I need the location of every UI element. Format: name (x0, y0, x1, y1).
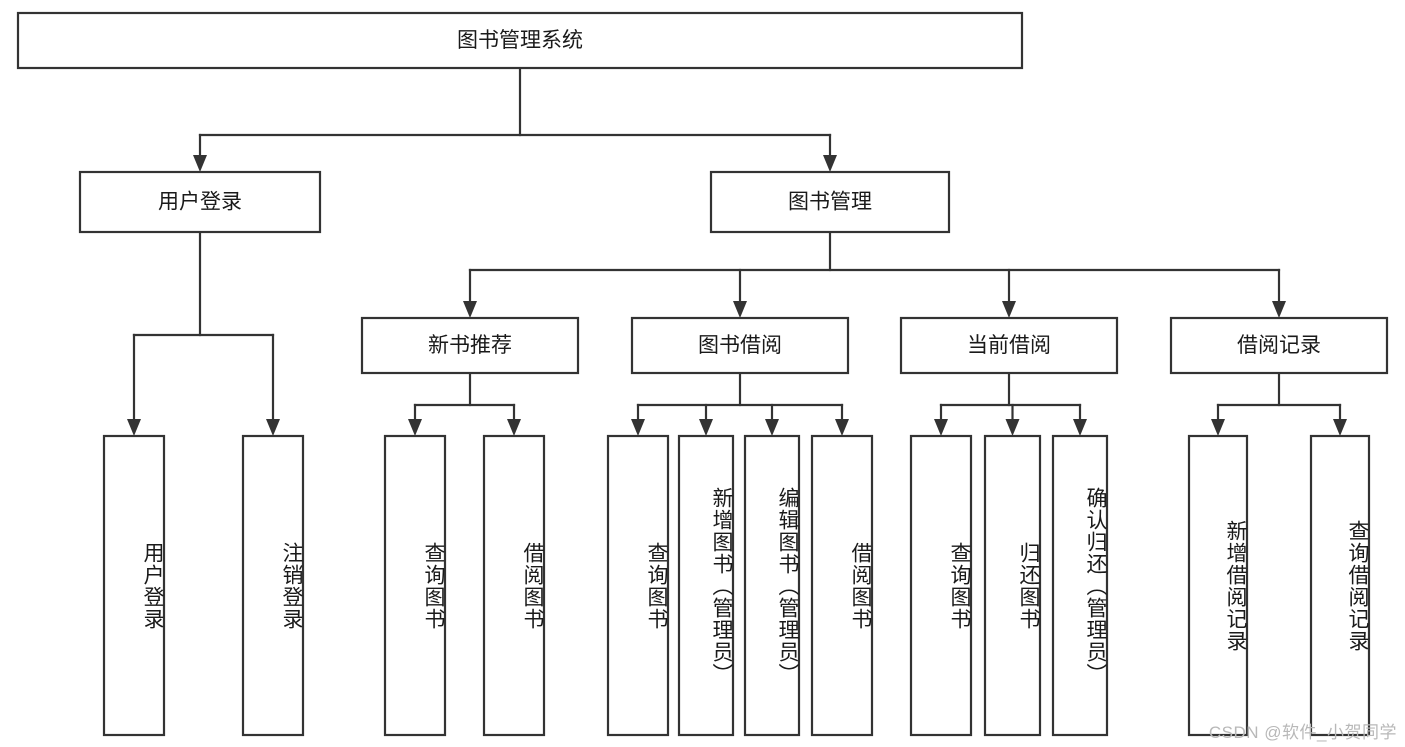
csdn-watermark: CSDN @软件_小贺同学 (1208, 723, 1397, 742)
node-box-new-book-recommend[interactable] (360, 316, 580, 375)
arrow-head-icon (765, 419, 779, 436)
boxes-layer (16, 11, 1389, 737)
arrow-head-icon (408, 419, 422, 436)
arrow-head-icon (934, 419, 948, 436)
arrow-head-icon (1002, 301, 1016, 318)
node-box-leaf-user-logout[interactable] (241, 434, 305, 737)
node-box-user-login[interactable] (78, 170, 322, 234)
arrow-head-icon (835, 419, 849, 436)
node-box-borrow-record[interactable] (1169, 316, 1389, 375)
arrow-head-icon (1211, 419, 1225, 436)
arrow-head-icon (733, 301, 747, 318)
arrow-head-icon (1333, 419, 1347, 436)
node-box-leaf-query-books-borrow[interactable] (606, 434, 670, 737)
arrow-head-icon (1272, 301, 1286, 318)
node-box-leaf-query-books-current[interactable] (909, 434, 973, 737)
arrow-head-icon (193, 155, 207, 172)
node-box-leaf-query-borrow-record[interactable] (1309, 434, 1371, 737)
node-box-leaf-borrow-books-borrow[interactable] (810, 434, 874, 737)
arrow-head-icon (127, 419, 141, 436)
node-box-root[interactable] (16, 11, 1024, 70)
node-label-book-borrow: 图书借阅 (698, 334, 782, 357)
node-box-book-management[interactable] (709, 170, 951, 234)
arrow-head-icon (507, 419, 521, 436)
arrow-head-icon (823, 155, 837, 172)
arrow-head-icon (699, 419, 713, 436)
node-label-user-login: 用户登录 (158, 191, 242, 214)
arrow-head-icon (631, 419, 645, 436)
node-box-book-borrow[interactable] (630, 316, 850, 375)
arrow-head-icon (1073, 419, 1087, 436)
node-box-leaf-query-books-recommend[interactable] (383, 434, 447, 737)
node-label-current-borrow: 当前借阅 (967, 334, 1051, 357)
node-box-leaf-add-book-admin[interactable] (677, 434, 735, 737)
node-box-current-borrow[interactable] (899, 316, 1119, 375)
connectors-layer (127, 66, 1347, 436)
node-box-leaf-add-borrow-record[interactable] (1187, 434, 1249, 737)
node-label-borrow-record: 借阅记录 (1237, 334, 1321, 357)
node-label-new-book-recommend: 新书推荐 (428, 334, 512, 357)
node-box-leaf-borrow-books-recommend[interactable] (482, 434, 546, 737)
node-box-leaf-confirm-return-admin[interactable] (1051, 434, 1109, 737)
node-label-root: 图书管理系统 (457, 29, 583, 52)
node-box-leaf-edit-book-admin[interactable] (743, 434, 801, 737)
arrow-head-icon (266, 419, 280, 436)
arrow-head-icon (1005, 419, 1020, 436)
arrow-head-icon (463, 301, 477, 318)
node-label-book-management: 图书管理 (788, 191, 872, 214)
node-box-leaf-user-login[interactable] (102, 434, 166, 737)
node-box-leaf-return-books[interactable] (983, 434, 1042, 737)
